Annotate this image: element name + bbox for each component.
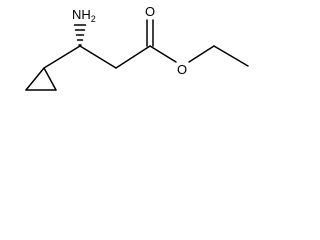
ester-oxygen-label: O	[177, 62, 187, 77]
ring-bond-left	[25, 67, 45, 91]
amine-subscript: 2	[91, 14, 96, 24]
cyclopropyl-ring	[25, 67, 57, 91]
structure-diagram: NH2 O O	[25, 4, 249, 91]
bond-ring-to-chiral-carbon	[43, 45, 81, 69]
bond-ester-oxygen-to-ethyl	[188, 45, 215, 63]
carbonyl-double-bond	[146, 19, 154, 47]
bond-chiral-to-ch2	[79, 45, 117, 69]
hashed-wedge-bond	[73, 24, 87, 46]
carbonyl-oxygen-label: O	[145, 4, 155, 19]
amine-label: NH2	[72, 7, 96, 24]
amine-text: NH	[72, 7, 91, 22]
bond-carbonyl-to-ester-oxygen	[149, 45, 177, 63]
ring-bond-top	[43, 67, 57, 91]
bond-ch2-to-carbonyl	[115, 45, 151, 69]
bond-ethyl-to-methyl	[213, 45, 249, 67]
